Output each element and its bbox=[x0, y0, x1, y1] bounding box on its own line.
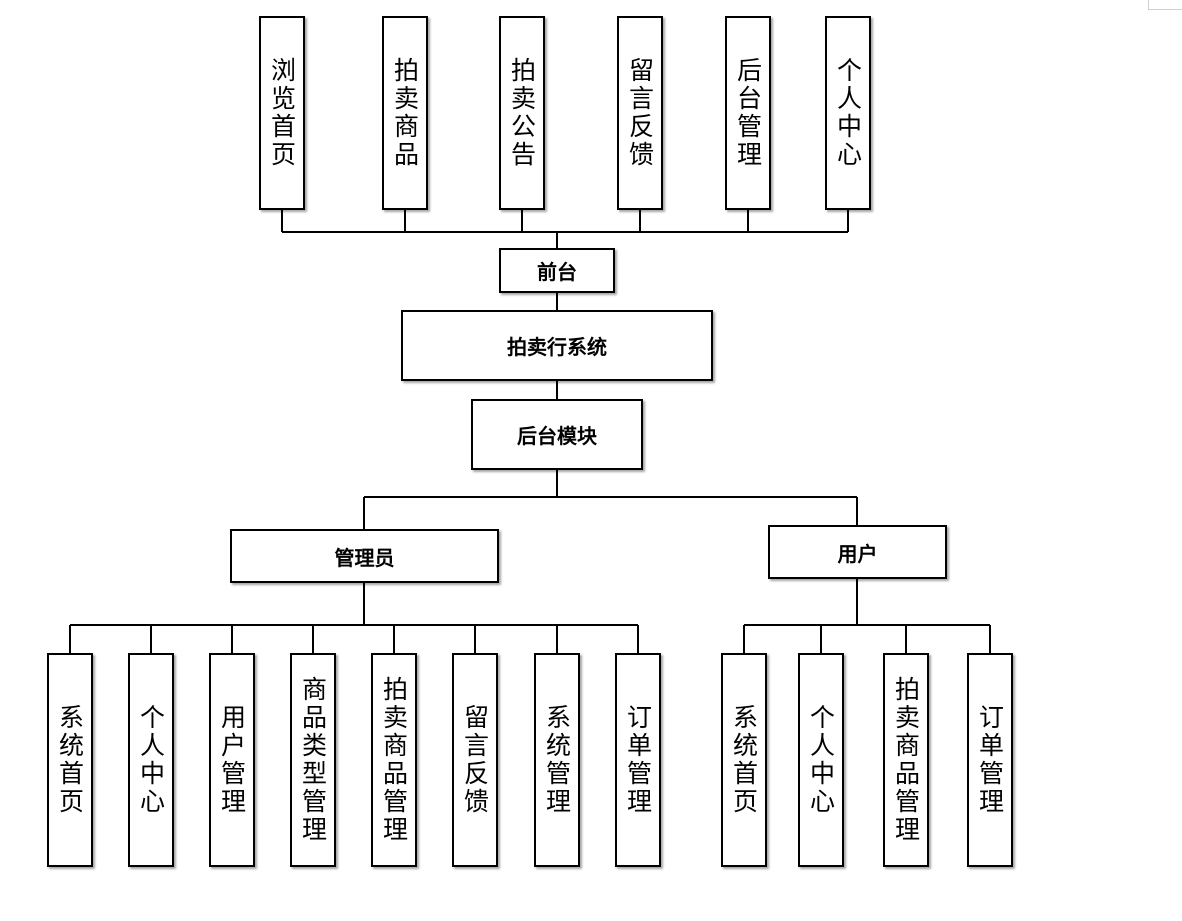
admin-module-box: 订单管理 bbox=[615, 653, 661, 867]
admin-module-box: 拍卖商品管理 bbox=[371, 653, 417, 867]
user-module-box: 订单管理 bbox=[967, 653, 1013, 867]
admin-module-label: 用户管理 bbox=[217, 704, 247, 816]
admin-module-box: 留言反馈 bbox=[452, 653, 498, 867]
admin-module-box: 系统首页 bbox=[47, 653, 93, 867]
admin-module-label: 系统管理 bbox=[542, 704, 572, 816]
front-module-label: 留言反馈 bbox=[625, 57, 655, 169]
admin-module-box: 商品类型管理 bbox=[290, 653, 336, 867]
front-module-label: 拍卖商品 bbox=[390, 57, 420, 169]
user-node: 用户 bbox=[768, 525, 947, 579]
system-title-node: 拍卖行系统 bbox=[401, 310, 713, 381]
admin-module-label: 商品类型管理 bbox=[298, 676, 328, 844]
user-module-label: 个人中心 bbox=[806, 704, 836, 816]
admin-module-label: 留言反馈 bbox=[460, 704, 490, 816]
admin-module-label: 拍卖商品管理 bbox=[379, 676, 409, 844]
admin-module-label: 订单管理 bbox=[623, 704, 653, 816]
frontend-node: 前台 bbox=[499, 248, 615, 293]
front-module-label: 后台管理 bbox=[733, 57, 763, 169]
admin-node: 管理员 bbox=[230, 529, 499, 583]
page-corner-mark bbox=[1148, 0, 1182, 10]
front-module-label: 个人中心 bbox=[833, 57, 863, 169]
admin-module-label: 系统首页 bbox=[55, 704, 85, 816]
backend-label: 后台模块 bbox=[517, 424, 597, 448]
user-module-box: 系统首页 bbox=[721, 653, 767, 867]
user-module-label: 订单管理 bbox=[975, 704, 1005, 816]
user-module-box: 拍卖商品管理 bbox=[883, 653, 929, 867]
admin-module-box: 系统管理 bbox=[534, 653, 580, 867]
front-module-box: 后台管理 bbox=[725, 16, 771, 210]
admin-module-box: 用户管理 bbox=[209, 653, 255, 867]
admin-module-label: 个人中心 bbox=[136, 704, 166, 816]
system-title: 拍卖行系统 bbox=[507, 335, 607, 359]
admin-module-box: 个人中心 bbox=[128, 653, 174, 867]
frontend-label: 前台 bbox=[537, 260, 577, 284]
admin-label: 管理员 bbox=[334, 545, 395, 570]
front-module-box: 拍卖商品 bbox=[382, 16, 428, 210]
user-label: 用户 bbox=[837, 541, 878, 566]
user-module-label: 系统首页 bbox=[729, 704, 759, 816]
front-module-label: 浏览首页 bbox=[267, 57, 297, 169]
user-module-label: 拍卖商品管理 bbox=[891, 676, 921, 844]
front-module-box: 浏览首页 bbox=[259, 16, 305, 210]
front-module-box: 留言反馈 bbox=[617, 16, 663, 210]
user-module-box: 个人中心 bbox=[798, 653, 844, 867]
front-module-box: 个人中心 bbox=[825, 16, 871, 210]
front-module-label: 拍卖公告 bbox=[507, 57, 537, 169]
front-module-box: 拍卖公告 bbox=[499, 16, 545, 210]
backend-node: 后台模块 bbox=[471, 399, 643, 470]
